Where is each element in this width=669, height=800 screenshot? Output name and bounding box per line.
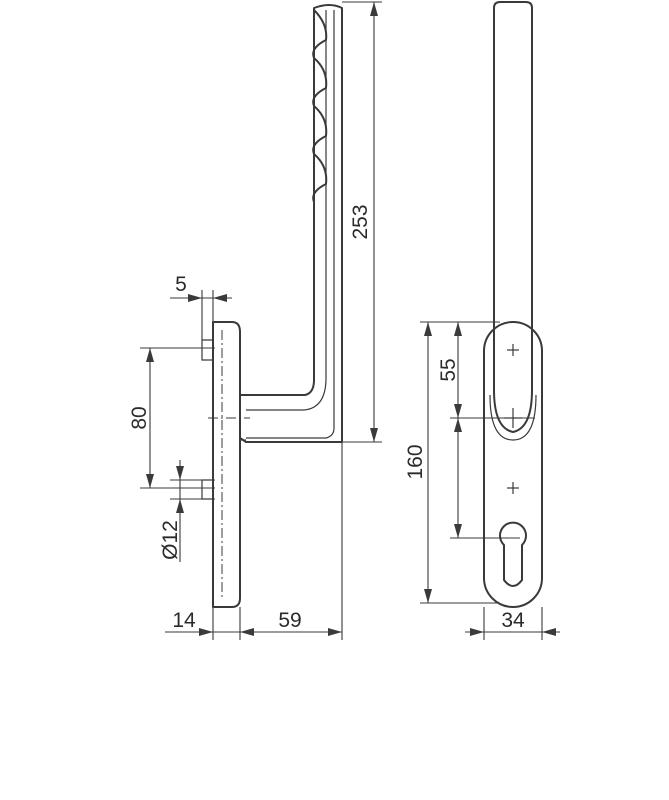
screw-hole-top (201, 339, 213, 361)
screw-mark-bottom (507, 482, 519, 494)
dim-80-label: 80 (128, 406, 151, 429)
handle-lever-inner2 (246, 10, 335, 439)
front-base-plate (483, 321, 543, 608)
dim-14-label: 14 (172, 609, 196, 632)
dim-5-label: 5 (175, 273, 187, 296)
dim-55-label: 55 (437, 358, 460, 381)
dim-160-label: 160 (404, 444, 427, 479)
dim-253-label: 253 (349, 204, 372, 239)
screw-hole-bottom (201, 479, 213, 500)
front-view (483, 1, 543, 608)
dim-59-label: 59 (278, 609, 301, 632)
grip-serrations (312, 9, 328, 203)
screw-mark-top (507, 344, 519, 356)
handle-lever-inner (246, 10, 327, 411)
front-handle-grip (493, 1, 533, 433)
dim-d12-label: Ø12 (159, 520, 182, 560)
side-base-plate (212, 321, 241, 608)
side-view (201, 4, 343, 608)
handle-lever-outline (239, 4, 343, 443)
front-handle-base (489, 394, 537, 441)
keyhole-cutout (499, 521, 527, 587)
dim-34-label: 34 (501, 609, 525, 632)
dimensions: 253 5 80 Ø12 14 59 (128, 1, 560, 640)
